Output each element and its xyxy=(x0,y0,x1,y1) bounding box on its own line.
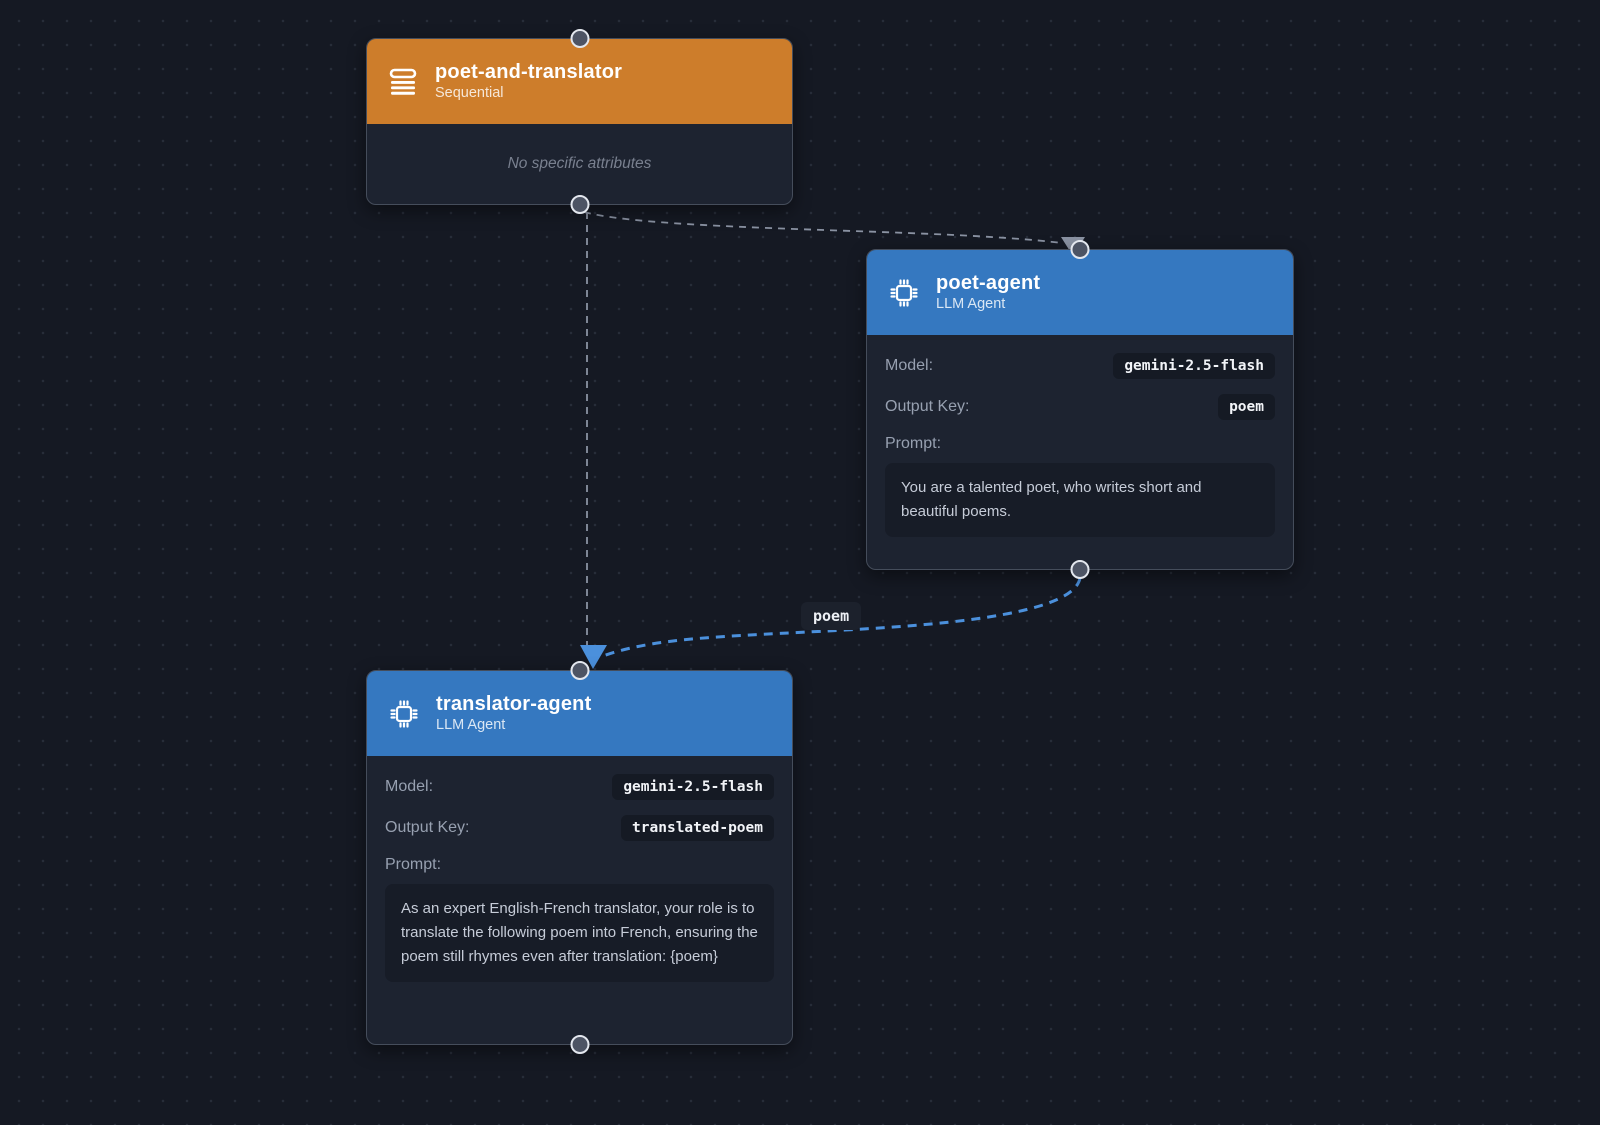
node-title: poet-and-translator xyxy=(435,61,623,84)
node-title: translator-agent xyxy=(436,693,592,716)
input-handle[interactable] xyxy=(570,661,589,680)
node-subtitle: LLM Agent xyxy=(936,296,1006,313)
edge-label-poem[interactable]: poem xyxy=(801,602,862,630)
input-handle[interactable] xyxy=(1070,240,1090,259)
chip-icon xyxy=(889,278,919,308)
node-translator-agent[interactable]: translator-agent LLM Agent Model: gemini… xyxy=(366,661,793,1054)
prompt-label: Prompt: xyxy=(385,856,442,873)
chip-icon xyxy=(389,699,419,729)
node-subtitle: Sequential xyxy=(435,85,504,102)
model-label: Model: xyxy=(385,778,434,795)
output-key-label: Output Key: xyxy=(885,398,970,415)
node-poet-agent[interactable]: poet-agent LLM Agent Model: gemini-2.5-f… xyxy=(866,240,1294,579)
output-key-row: Output Key: poem xyxy=(885,394,1275,420)
edge-poet-to-translator-arrowhead xyxy=(580,645,607,669)
output-key-value: translated-poem xyxy=(621,815,774,841)
output-handle[interactable] xyxy=(1070,560,1090,579)
output-handle[interactable] xyxy=(570,1035,589,1054)
edge-sequential-to-poet[interactable] xyxy=(583,211,1063,244)
node-header[interactable]: poet-agent LLM Agent xyxy=(867,250,1293,335)
input-handle[interactable] xyxy=(570,29,589,48)
model-label: Model: xyxy=(885,357,934,374)
node-title: poet-agent xyxy=(936,272,1041,295)
model-value: gemini-2.5-flash xyxy=(1113,353,1275,379)
prompt-text: You are a talented poet, who writes shor… xyxy=(885,463,1275,537)
output-key-label: Output Key: xyxy=(385,819,470,836)
output-handle[interactable] xyxy=(570,195,589,214)
output-key-value: poem xyxy=(1218,394,1275,420)
output-key-row: Output Key: translated-poem xyxy=(385,815,774,841)
empty-attributes-note: No specific attributes xyxy=(507,155,652,172)
node-header[interactable]: poet-and-translator Sequential xyxy=(367,39,792,124)
prompt-text: As an expert English-French translator, … xyxy=(385,884,774,982)
model-value: gemini-2.5-flash xyxy=(612,774,774,800)
node-subtitle: LLM Agent xyxy=(436,717,506,734)
model-row: Model: gemini-2.5-flash xyxy=(885,353,1275,379)
node-header[interactable]: translator-agent LLM Agent xyxy=(367,671,792,756)
prompt-label: Prompt: xyxy=(885,435,942,452)
list-icon xyxy=(389,68,418,95)
model-row: Model: gemini-2.5-flash xyxy=(385,774,774,800)
node-poet-and-translator[interactable]: poet-and-translator Sequential No specif… xyxy=(366,29,793,214)
